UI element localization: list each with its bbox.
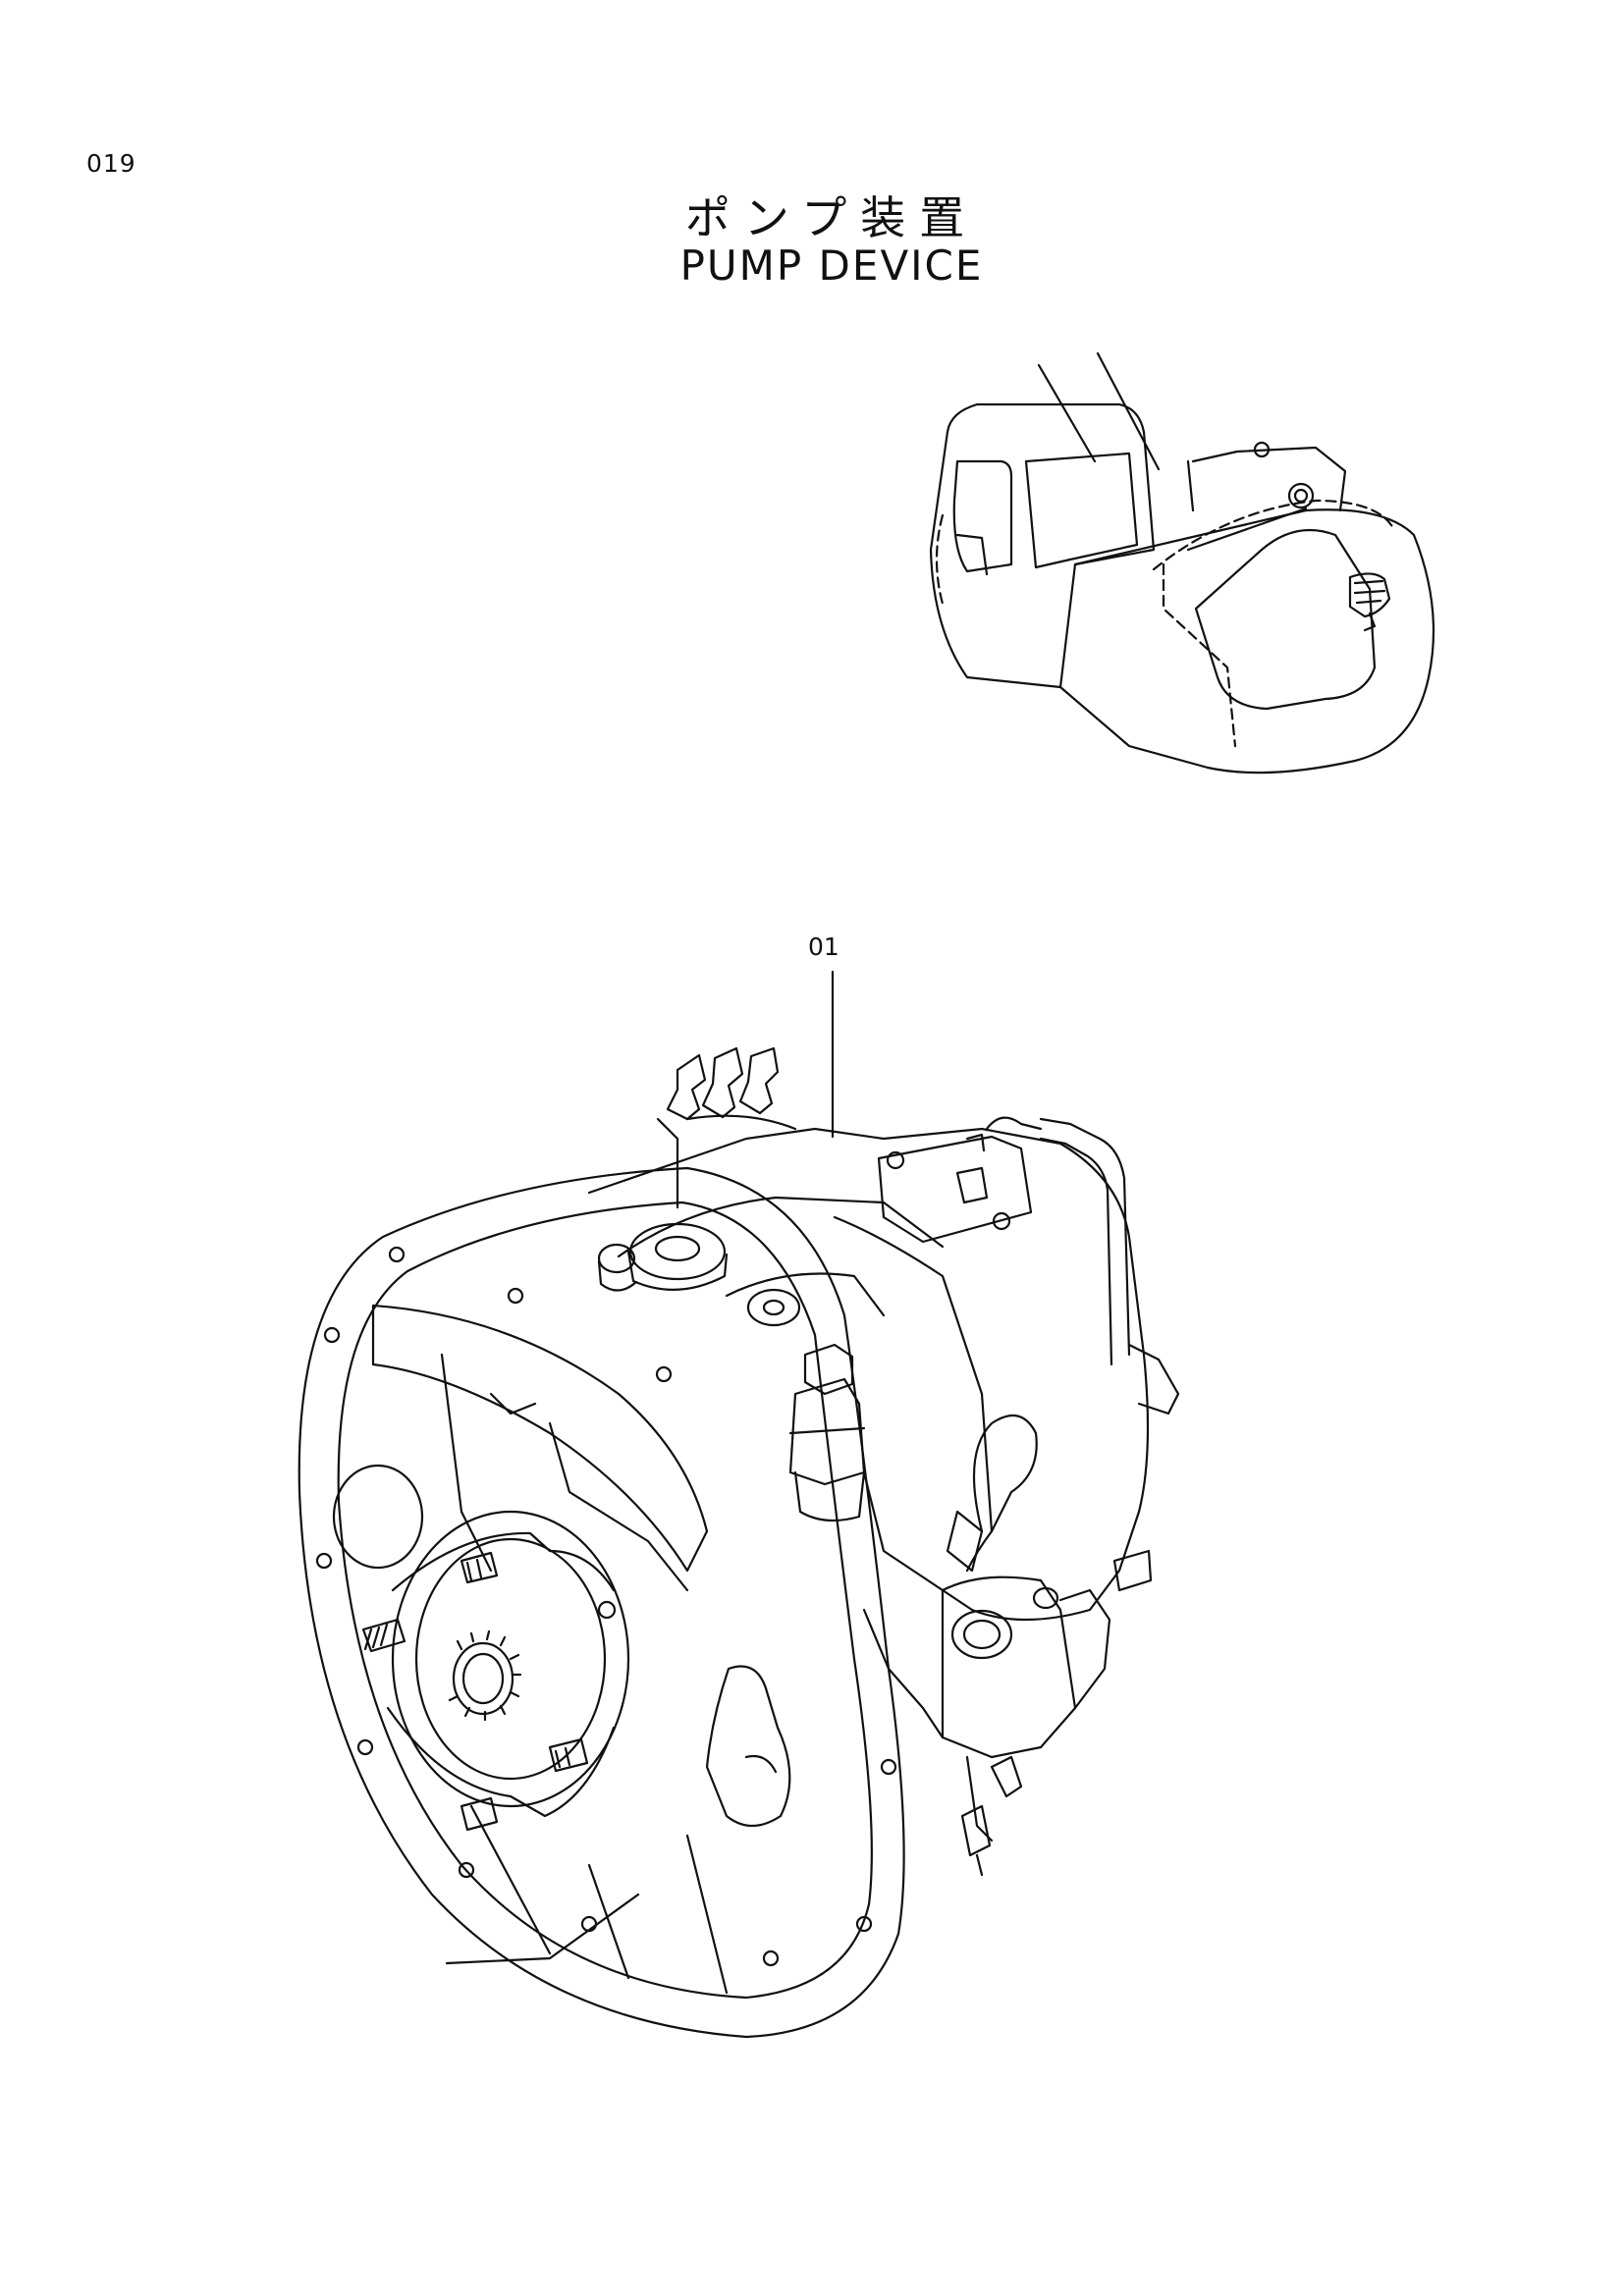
pressure-sensor <box>788 1343 866 1522</box>
gear-pump <box>941 1575 1111 1877</box>
page-title-japanese: ポンプ装置 <box>684 191 979 244</box>
servo-brackets <box>656 1046 797 1209</box>
part-callout-01: 01 <box>808 933 839 961</box>
excavator-locator-icon <box>929 351 1435 774</box>
page-number: 019 <box>86 149 136 178</box>
stud-bolts <box>361 1551 589 1832</box>
pump-device-drawing <box>298 1046 1180 2039</box>
page-title-english: PUMP DEVICE <box>679 241 984 290</box>
